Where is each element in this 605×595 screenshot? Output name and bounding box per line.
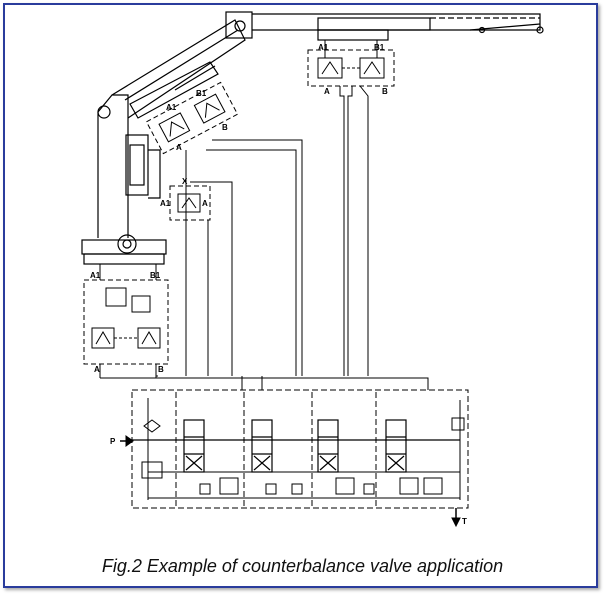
label-tank-port: T (462, 517, 467, 526)
base-counterbalance-valve (83, 264, 169, 378)
top-counterbalance-valve (307, 40, 395, 87)
figure-frame (3, 3, 598, 588)
middle-counterbalance-valve (145, 81, 239, 155)
label-mid-a: A (176, 143, 182, 152)
label-base-a: A (94, 365, 100, 374)
label-top-a1: A1 (318, 43, 329, 52)
label-base-a1: A1 (90, 271, 101, 280)
label-top-b1: B1 (374, 43, 385, 52)
label-pressure-port: P (110, 437, 116, 446)
label-single-x: X (182, 177, 188, 186)
label-base-b: B (158, 365, 164, 374)
label-base-b1: B1 (150, 271, 161, 280)
label-mid-b: B (222, 123, 228, 132)
single-counterbalance-valve (169, 185, 211, 221)
label-single-a1: A1 (160, 199, 171, 208)
label-top-a: A (324, 87, 330, 96)
control-valve-bank (120, 389, 469, 528)
label-mid-b1: B1 (196, 89, 207, 98)
label-single-a: A (202, 199, 208, 208)
label-mid-a1: A1 (166, 103, 177, 112)
figure-caption: Fig.2 Example of counterbalance valve ap… (101, 556, 504, 576)
pipelines (100, 85, 429, 390)
label-top-b: B (382, 87, 388, 96)
crane-boom (81, 11, 544, 265)
